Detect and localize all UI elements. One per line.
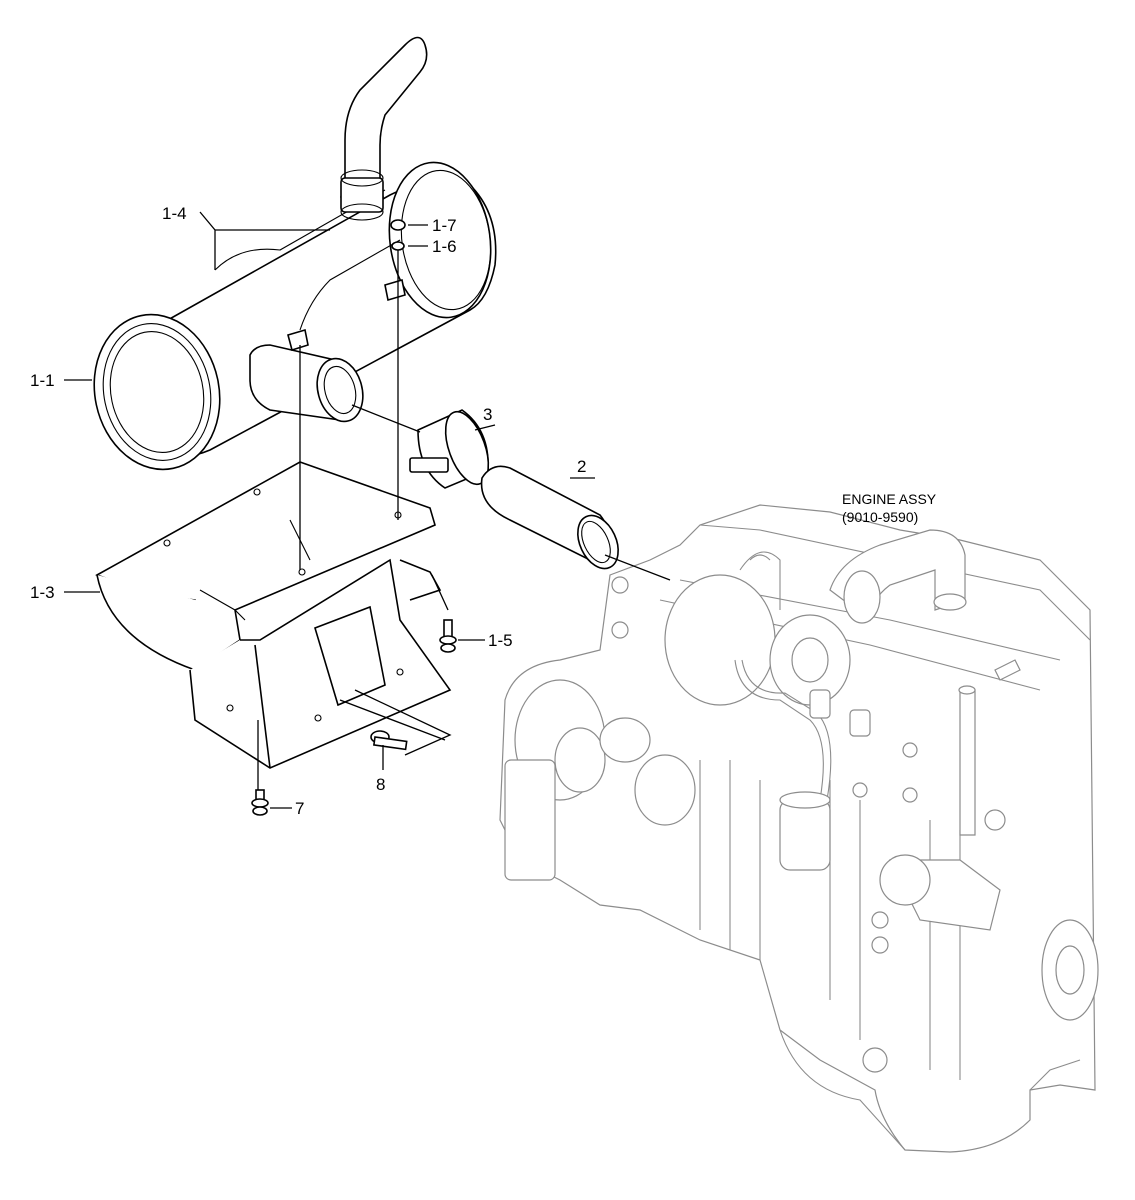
callout-1-5: 1-5 [488, 631, 513, 650]
callout-7: 7 [295, 799, 304, 818]
engine-assy-part-number: (9010-9590) [842, 509, 918, 525]
pipe-part-2 [480, 465, 619, 570]
callout-8: 8 [376, 775, 385, 794]
callout-3: 3 [483, 405, 492, 424]
callout-1-1: 1-1 [30, 371, 55, 390]
callout-2: 2 [577, 457, 586, 476]
engine-assembly-drawing [499, 504, 1099, 1153]
fasteners [251, 219, 457, 816]
engine-assy-label: ENGINE ASSY [842, 491, 937, 507]
callout-1-4: 1-4 [162, 204, 187, 223]
muffler-drawing [93, 36, 497, 471]
callout-1-3: 1-3 [30, 583, 55, 602]
callout-1-6: 1-6 [432, 237, 457, 256]
callout-1-7: 1-7 [432, 216, 457, 235]
leader-lines [64, 211, 671, 809]
bracket-part-1-3 [95, 461, 452, 769]
